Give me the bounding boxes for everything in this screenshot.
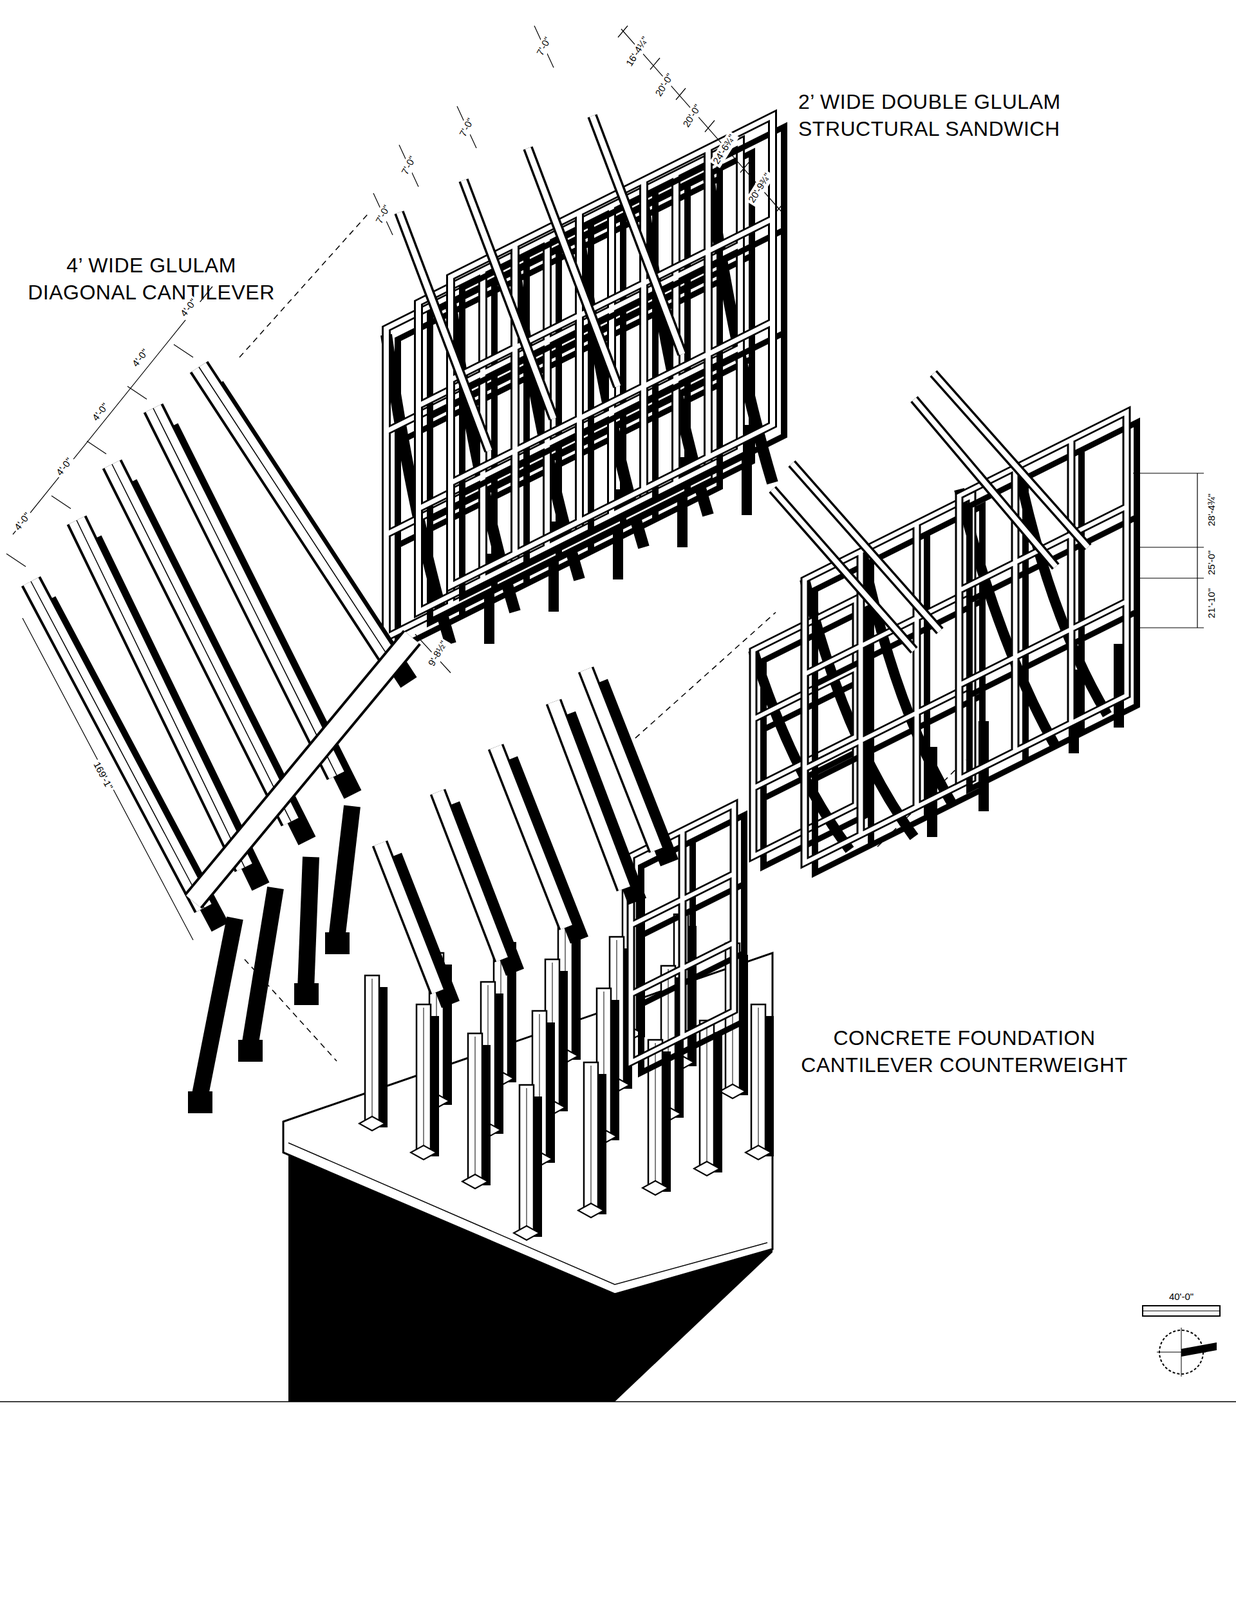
dimension-label: 4'-0" bbox=[52, 453, 77, 480]
dimension-label: 4'-0" bbox=[88, 399, 113, 425]
dimension-label: 16'-4¼" bbox=[622, 32, 653, 71]
dimension-label: 28'-4¾" bbox=[1205, 491, 1218, 529]
dimension-lines bbox=[373, 25, 786, 235]
dimension-label: 20'-0" bbox=[651, 69, 677, 100]
dimension-label: 9'-8½" bbox=[424, 636, 451, 670]
dimension-label: 4'-0" bbox=[10, 508, 35, 535]
part-heading: 4’ WIDE GLULAM DIAGONAL CANTILEVER bbox=[9, 252, 293, 306]
sandwich-frames-right bbox=[753, 373, 1204, 879]
north-arrow bbox=[1156, 1327, 1217, 1377]
ground-line bbox=[0, 1400, 1236, 1403]
scale-bar bbox=[1142, 1305, 1220, 1316]
dimension-label: 169'-1" bbox=[89, 757, 116, 794]
dimension-label: 7'-0" bbox=[533, 33, 555, 60]
dimension-label: 7'-0" bbox=[455, 114, 478, 141]
dimension-label: 24'-6¾" bbox=[709, 130, 740, 169]
dimension-label: 40'-0" bbox=[1167, 1290, 1196, 1303]
sandwich-frames bbox=[386, 110, 785, 655]
dimension-label: 20'-9¾" bbox=[744, 169, 775, 207]
part-heading: 2’ WIDE DOUBLE GLULAM STRUCTURAL SANDWIC… bbox=[798, 88, 1108, 143]
dimension-label: 7'-0" bbox=[372, 201, 394, 228]
dimension-label: 7'-0" bbox=[397, 152, 420, 179]
dimension-label: 25'-0" bbox=[1205, 548, 1218, 577]
dimension-label: 20'-0" bbox=[679, 100, 705, 131]
concrete-foundation bbox=[283, 669, 774, 1402]
dimension-label: 4'-0" bbox=[128, 345, 153, 371]
dimension-label: 21'-10" bbox=[1205, 586, 1218, 621]
part-heading: CONCRETE FOUNDATION CANTILEVER COUNTERWE… bbox=[784, 1024, 1145, 1079]
